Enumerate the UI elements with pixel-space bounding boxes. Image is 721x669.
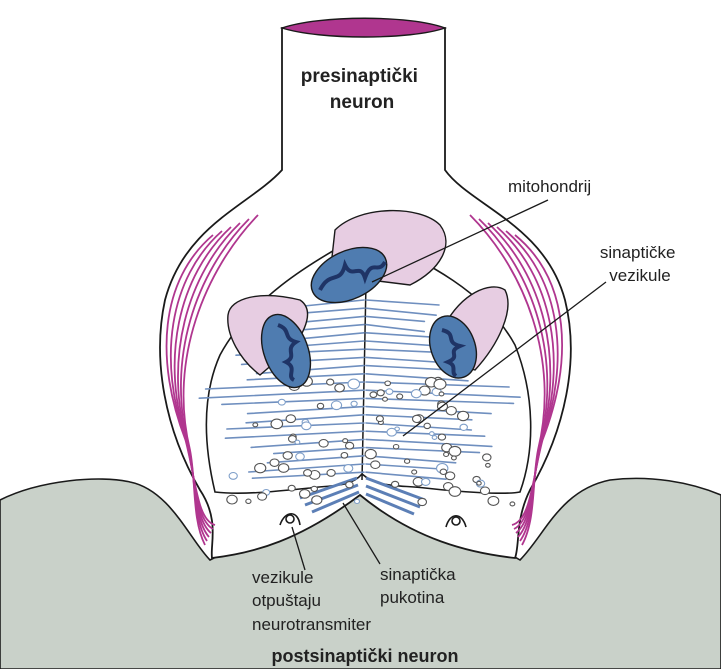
vesicle — [370, 392, 377, 398]
vesicle — [438, 434, 445, 440]
postsynaptic-neuron — [0, 478, 721, 669]
vesicle — [341, 453, 348, 459]
mitochondrion-label: mitohondrij — [508, 177, 591, 196]
vesicle — [411, 390, 421, 398]
vesicle — [488, 496, 499, 505]
vesicle — [304, 470, 312, 477]
vesicle — [317, 403, 323, 408]
vesicle — [335, 384, 345, 392]
vesicles-label-line2: vezikule — [609, 266, 670, 285]
vesicle — [327, 470, 335, 477]
vesicle — [430, 432, 435, 436]
vesicle — [278, 464, 288, 473]
vesicle — [452, 456, 457, 460]
vesicle — [271, 419, 283, 429]
release-label-line2: otpuštaju — [252, 591, 321, 610]
vesicle — [229, 473, 237, 480]
vesicle — [278, 399, 285, 405]
vesicle — [386, 389, 393, 395]
vesicle — [327, 379, 334, 385]
vesicle — [246, 499, 251, 503]
vesicle — [258, 493, 267, 500]
vesicle — [346, 482, 353, 488]
vesicle — [483, 454, 491, 461]
vesicle — [418, 498, 427, 505]
vesicle — [422, 478, 430, 485]
vesicle — [296, 453, 305, 460]
vesicle — [365, 449, 376, 458]
vesicle — [393, 445, 398, 449]
vesicle — [460, 424, 467, 430]
release-label-line1: vezikule — [252, 568, 313, 587]
vesicle — [346, 442, 354, 449]
presynaptic-label-line1: presinaptički — [301, 66, 418, 87]
postsynaptic-label: postsinaptički neuron — [271, 646, 458, 666]
vesicle — [255, 463, 266, 472]
vesicle — [412, 470, 417, 474]
vesicle — [355, 499, 360, 503]
vesicle — [413, 415, 422, 422]
vesicle — [449, 446, 461, 456]
vesicle — [376, 416, 383, 422]
vesicle — [377, 390, 384, 396]
vesicle — [371, 461, 380, 469]
vesicle — [434, 379, 446, 389]
vesicle — [253, 423, 258, 427]
cleft-label-line2: pukotina — [380, 588, 445, 607]
vesicle — [270, 459, 279, 466]
vesicle — [383, 397, 388, 401]
vesicle — [480, 487, 489, 495]
vesicle — [424, 423, 430, 428]
cleft-label-line1: sinaptička — [380, 565, 456, 584]
vesicle — [286, 415, 295, 423]
vesicle — [300, 490, 310, 499]
vesicle — [387, 428, 396, 436]
vesicle — [392, 481, 399, 487]
vesicle — [343, 439, 348, 443]
vesicle — [344, 465, 353, 473]
vesicle — [458, 411, 469, 420]
vesicle — [351, 401, 357, 406]
vesicle — [397, 394, 403, 399]
vesicle — [405, 459, 410, 463]
vesicle — [331, 401, 341, 410]
vesicle — [227, 495, 237, 504]
vesicle — [348, 379, 360, 389]
vesicle — [510, 502, 515, 506]
vesicle — [486, 463, 491, 467]
vesicle — [312, 496, 322, 504]
vesicle — [385, 381, 391, 386]
vesicle — [311, 486, 317, 491]
vesicle — [283, 452, 292, 460]
vesicle — [302, 422, 311, 430]
vesicle — [288, 485, 295, 491]
vesicle — [295, 440, 300, 444]
vesicles-label-line1: sinaptičke — [600, 243, 676, 262]
vesicles-label: sinaptičke vezikule — [600, 243, 680, 285]
vesicle — [440, 469, 447, 474]
vesicle — [477, 481, 481, 485]
vesicle — [432, 436, 437, 440]
presynaptic-label-line2: neuron — [330, 92, 394, 113]
vesicle — [449, 487, 461, 497]
vesicle — [319, 440, 328, 448]
release-label-line3: neurotransmiter — [252, 615, 371, 634]
vesicle — [444, 452, 449, 456]
vesicle — [439, 392, 444, 396]
